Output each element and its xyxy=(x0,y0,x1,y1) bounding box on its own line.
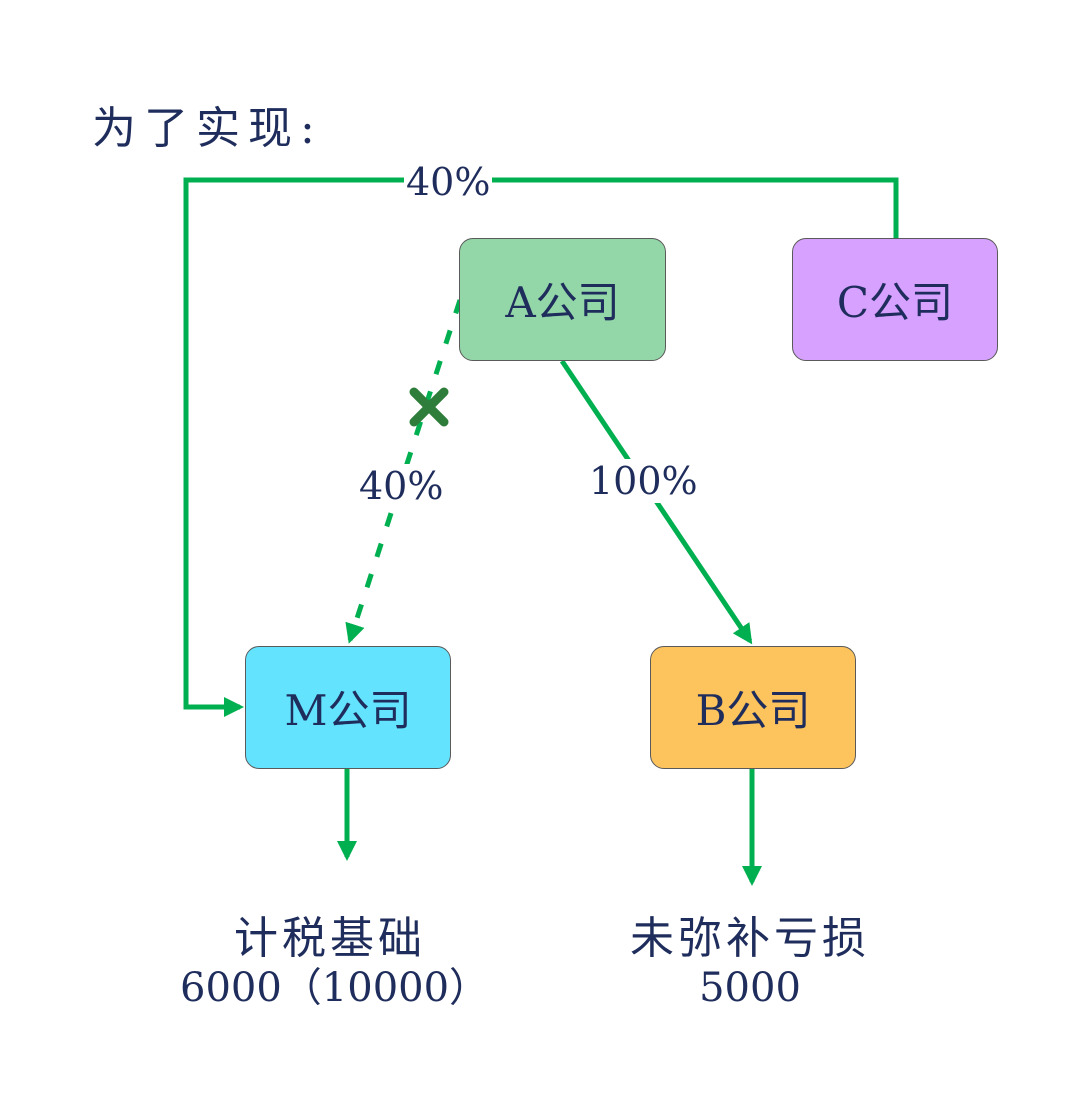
node-company-c: C公司 xyxy=(792,238,998,361)
caption-unrecovered-loss-value: 5000 xyxy=(699,965,801,1011)
caption-tax-basis-value: 6000（10000） xyxy=(180,965,490,1011)
edge-c-to-m xyxy=(183,177,899,717)
caption-unrecovered-loss-title: 未弥补亏损 xyxy=(630,913,870,964)
caption-unrecovered-loss: 未弥补亏损 5000 xyxy=(620,902,880,1010)
edge-label-c-to-m: 40% xyxy=(404,160,493,204)
caption-tax-basis: 计税基础 6000（10000） xyxy=(180,902,490,1011)
edge-label-a-to-m: 40% xyxy=(357,464,446,508)
node-company-m: M公司 xyxy=(245,646,451,769)
edge-label-a-to-b: 100% xyxy=(587,459,700,503)
node-company-a: A公司 xyxy=(459,238,666,361)
node-company-b: B公司 xyxy=(650,646,856,769)
caption-tax-basis-title: 计税基础 xyxy=(234,913,426,964)
edge-a-to-m xyxy=(345,299,463,644)
heading: 为了实现: xyxy=(92,103,323,154)
x-mark-icon xyxy=(409,387,449,427)
